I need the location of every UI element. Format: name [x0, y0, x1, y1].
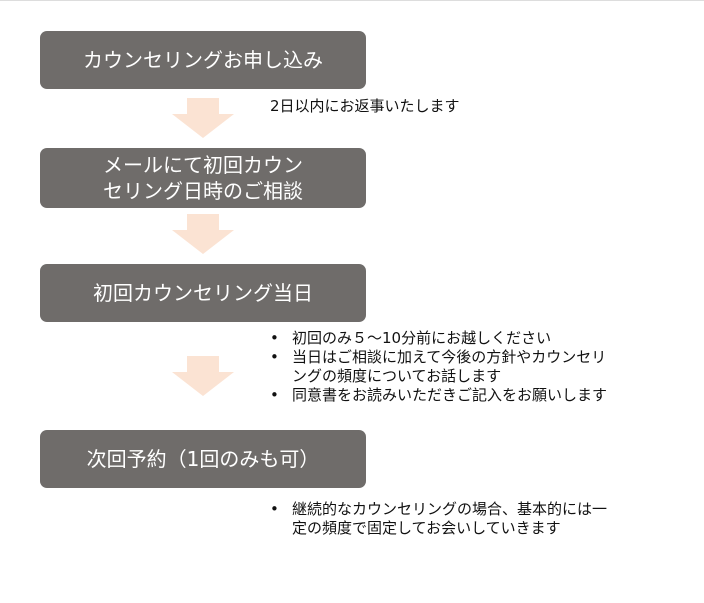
list-item: • 継続的なカウンセリングの場合、基本的には一 定の頻度で固定してお会いしていき…: [270, 500, 680, 538]
list-item-text: 同意書をお読みいただきご記入をお願いします: [292, 386, 608, 404]
reply-note: 2日以内にお返事いたします: [270, 97, 460, 115]
bullet-marker: •: [270, 500, 279, 518]
list-item-text: 継続的なカウンセリングの場合、基本的には一: [292, 500, 608, 518]
list-item-text: 当日はご相談に加えて今後の方針やカウンセリ: [292, 348, 607, 366]
step-1-label: カウンセリングお申し込み: [83, 48, 323, 72]
list-item: • 同意書をお読みいただきご記入をお願いします: [270, 386, 680, 405]
step-2-box: メールにて初回カウン セリング日時のご相談: [40, 148, 366, 208]
down-arrow-icon: [172, 214, 234, 254]
list-item-text: 初回のみ５～10分前にお越しください: [292, 329, 552, 347]
list-item-text: 定の頻度で固定してお会いしていきます: [292, 519, 561, 537]
list-item-text: ングの頻度についてお話します: [292, 367, 502, 385]
step-2-label-line-1: メールにて初回カウン: [103, 153, 303, 177]
next-booking-notes: • 継続的なカウンセリングの場合、基本的には一 定の頻度で固定してお会いしていき…: [270, 500, 680, 538]
down-arrow-icon: [172, 356, 234, 396]
step-3-label: 初回カウンセリング当日: [93, 281, 313, 305]
top-divider: [0, 0, 704, 1]
down-arrow-icon: [172, 98, 234, 138]
first-session-notes: • 初回のみ５～10分前にお越しください • 当日はご相談に加えて今後の方針やカ…: [270, 329, 680, 405]
list-item: • 初回のみ５～10分前にお越しください: [270, 329, 680, 348]
bullet-marker: •: [270, 386, 279, 404]
step-3-box: 初回カウンセリング当日: [40, 264, 366, 322]
step-2-label-line-2: セリング日時のご相談: [103, 179, 303, 203]
step-4-label: 次回予約（1回のみも可）: [86, 447, 320, 471]
step-1-box: カウンセリングお申し込み: [40, 31, 366, 89]
bullet-marker: •: [270, 348, 279, 366]
step-4-box: 次回予約（1回のみも可）: [40, 430, 366, 488]
bullet-marker: •: [270, 329, 279, 347]
list-item: • 当日はご相談に加えて今後の方針やカウンセリ ングの頻度についてお話します: [270, 348, 680, 386]
